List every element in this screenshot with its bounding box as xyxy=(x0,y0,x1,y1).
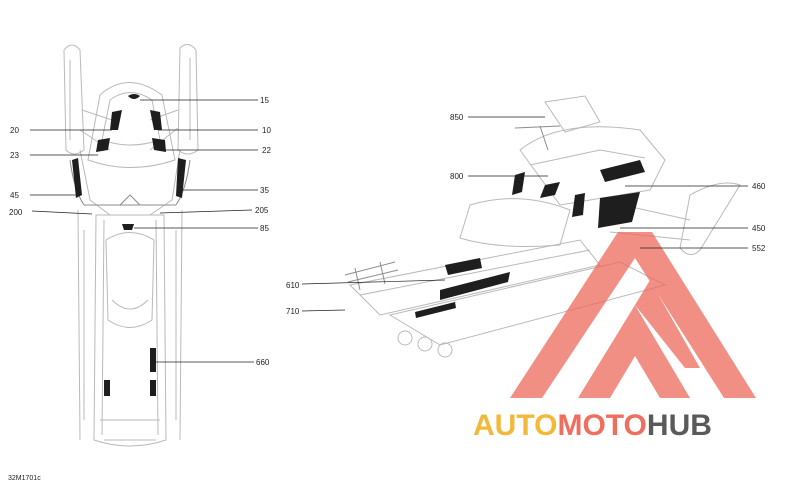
callout-15: 15 xyxy=(260,96,269,105)
svg-text:AUTOMOTOHUB: AUTOMOTOHUB xyxy=(473,409,712,442)
watermark-text-moto: MOTO xyxy=(557,409,646,442)
callout-460: 460 xyxy=(752,182,766,191)
callout-20: 20 xyxy=(10,126,19,135)
callout-205: 205 xyxy=(255,206,269,215)
logo-triangle-icon xyxy=(510,232,756,398)
callout-10: 10 xyxy=(262,126,271,135)
snowmobile-top-view xyxy=(63,44,199,447)
callout-552: 552 xyxy=(752,244,766,253)
watermark-text-hub: HUB xyxy=(647,409,712,442)
callout-610: 610 xyxy=(286,281,300,290)
callout-450: 450 xyxy=(752,224,766,233)
callout-200: 200 xyxy=(9,208,23,217)
callout-22: 22 xyxy=(262,146,271,155)
callout-710: 710 xyxy=(286,307,300,316)
callout-35: 35 xyxy=(260,186,269,195)
callout-45: 45 xyxy=(10,191,19,200)
figure-id: 32M1701c xyxy=(8,475,41,482)
callout-800: 800 xyxy=(450,172,464,181)
callout-660: 660 xyxy=(256,358,270,367)
callout-85: 85 xyxy=(260,224,269,233)
callout-850: 850 xyxy=(450,113,464,122)
callouts-right: 850 800 460 450 552 610 710 xyxy=(286,113,766,316)
callout-23: 23 xyxy=(10,151,19,160)
watermark-logo xyxy=(510,232,756,398)
watermark-text-auto: AUTO xyxy=(473,409,557,442)
callouts-left: 15 20 10 23 22 45 35 200 205 85 660 xyxy=(9,96,271,367)
logo-inner-mark-icon xyxy=(578,305,690,398)
snowmobile-side-view xyxy=(344,95,741,358)
